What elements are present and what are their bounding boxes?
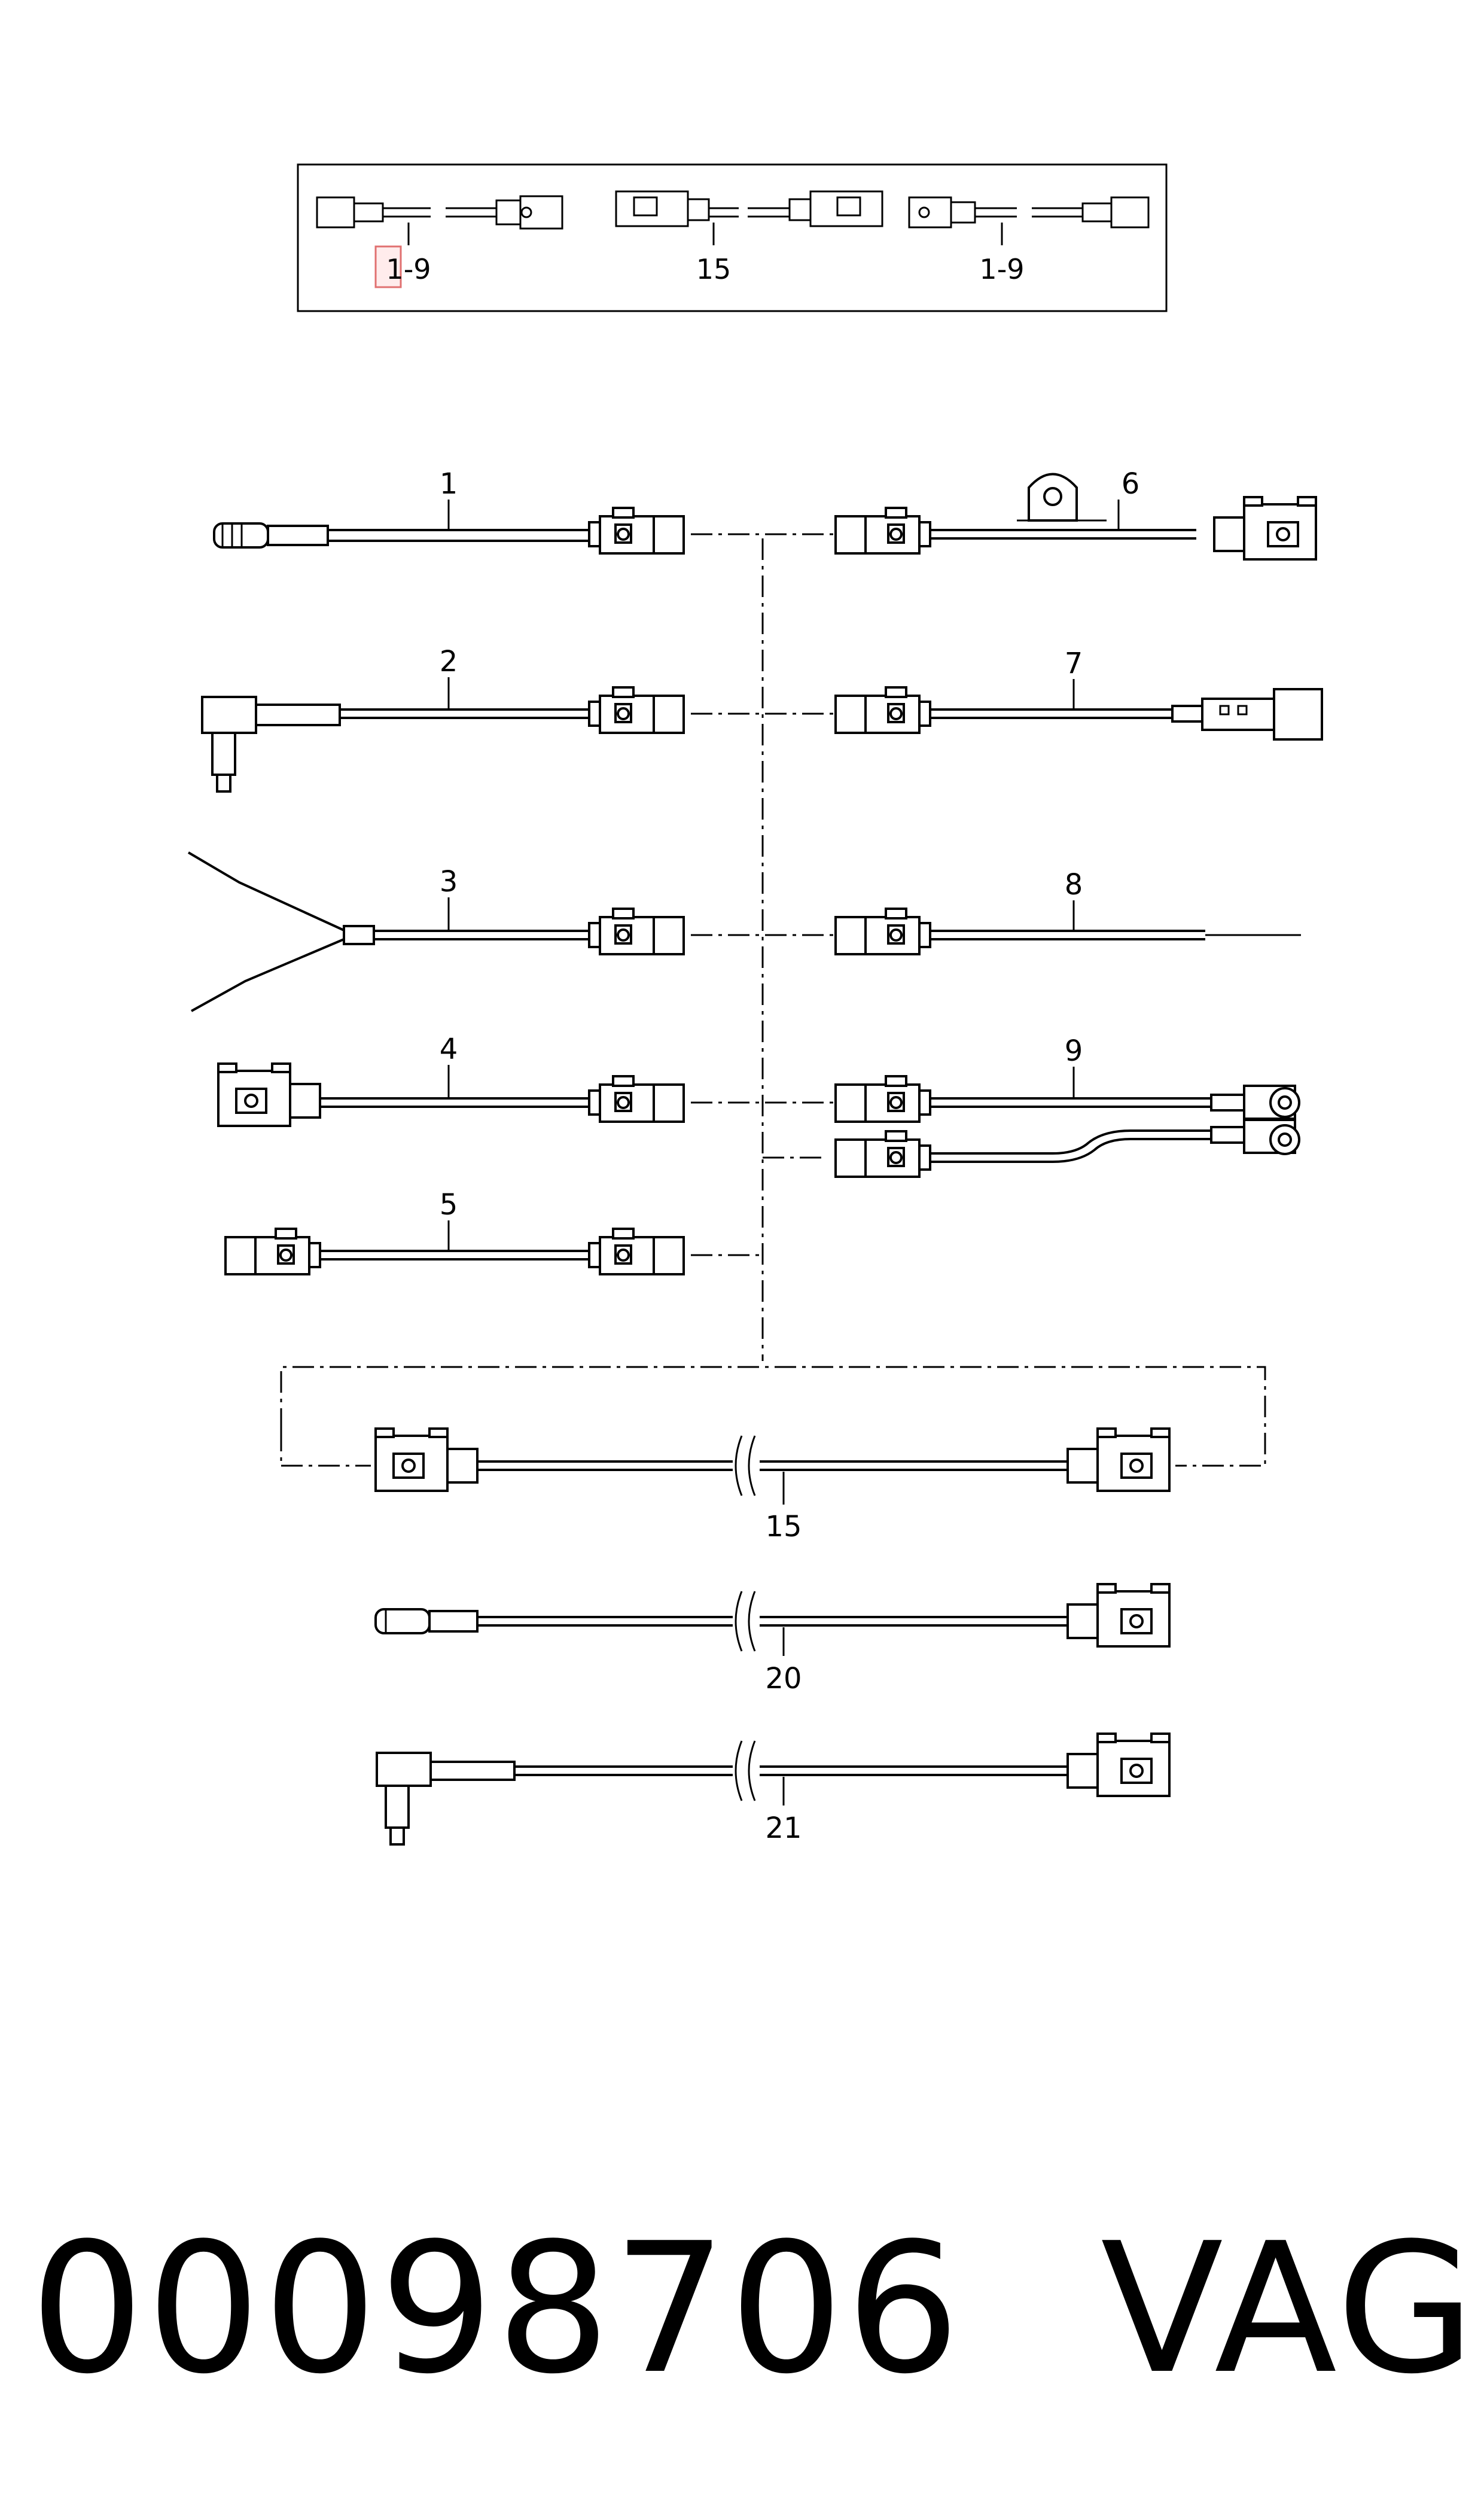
legend-box: 1-9 15 1-9 <box>297 163 1168 312</box>
callout-9: 9 <box>1065 1034 1083 1068</box>
callout-2: 2 <box>440 645 458 678</box>
cable-3 <box>187 851 685 1012</box>
callout-4: 4 <box>440 1033 458 1066</box>
legend-item-1-9-right <box>908 196 1150 245</box>
cable-21 <box>376 1733 1171 1846</box>
legend-item-15 <box>615 190 883 245</box>
legend-highlight <box>374 245 402 288</box>
callout-21: 21 <box>765 1811 802 1845</box>
footer: 00098706 VAG <box>0 2202 1484 2441</box>
cable-4 <box>217 1062 685 1127</box>
brand-label: VAG <box>1101 2205 1478 2413</box>
central-bus <box>280 533 1266 1467</box>
callout-15: 15 <box>765 1510 802 1543</box>
legend-label-1: 1-9 <box>386 253 431 285</box>
callout-5: 5 <box>440 1188 458 1222</box>
callout-1: 1 <box>440 467 458 501</box>
callout-3: 3 <box>440 865 458 899</box>
callout-8: 8 <box>1065 868 1083 902</box>
cable-5 <box>224 1220 685 1275</box>
callout-20: 20 <box>765 1662 802 1695</box>
cable-2 <box>201 677 685 793</box>
part-number: 00098706 <box>30 2205 962 2413</box>
callout-6: 6 <box>1122 467 1140 501</box>
cable-1 <box>213 500 685 555</box>
cable-8 <box>834 900 1301 955</box>
cable-9 <box>834 1067 1300 1178</box>
cable-15 <box>374 1427 1171 1505</box>
cable-6 <box>834 473 1317 561</box>
cable-7 <box>834 679 1323 741</box>
legend-label-15: 15 <box>696 253 732 285</box>
legend-item-1 <box>316 195 563 245</box>
callout-7: 7 <box>1065 647 1083 680</box>
legend-label-1-9-right: 1-9 <box>979 253 1024 285</box>
cable-20 <box>374 1583 1171 1656</box>
